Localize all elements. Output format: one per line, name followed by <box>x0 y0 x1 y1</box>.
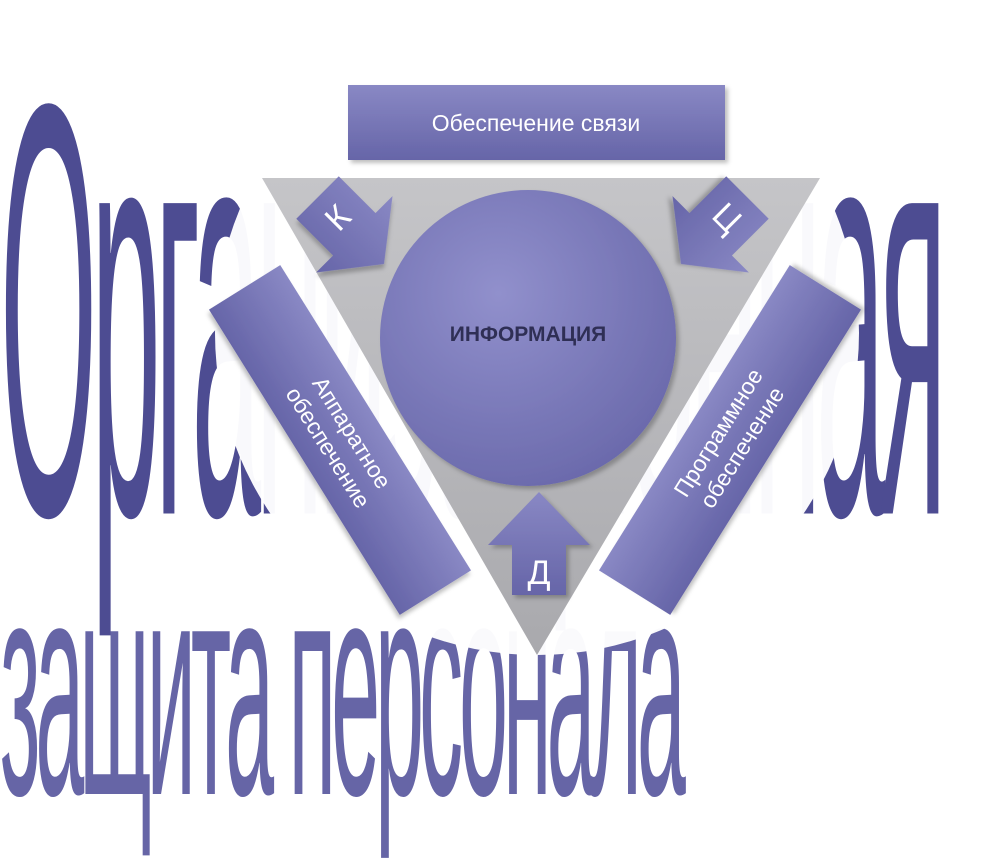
arrow-c: Ц <box>672 176 769 273</box>
top-box-label: Обеспечение связи <box>432 110 640 136</box>
arrow-d: Д <box>488 492 590 595</box>
arrow-k: К <box>296 176 393 273</box>
center-label: ИНФОРМАЦИЯ <box>450 323 606 346</box>
arrow-d-label: Д <box>527 554 550 592</box>
center-circle <box>380 190 676 486</box>
top-box <box>348 85 725 160</box>
